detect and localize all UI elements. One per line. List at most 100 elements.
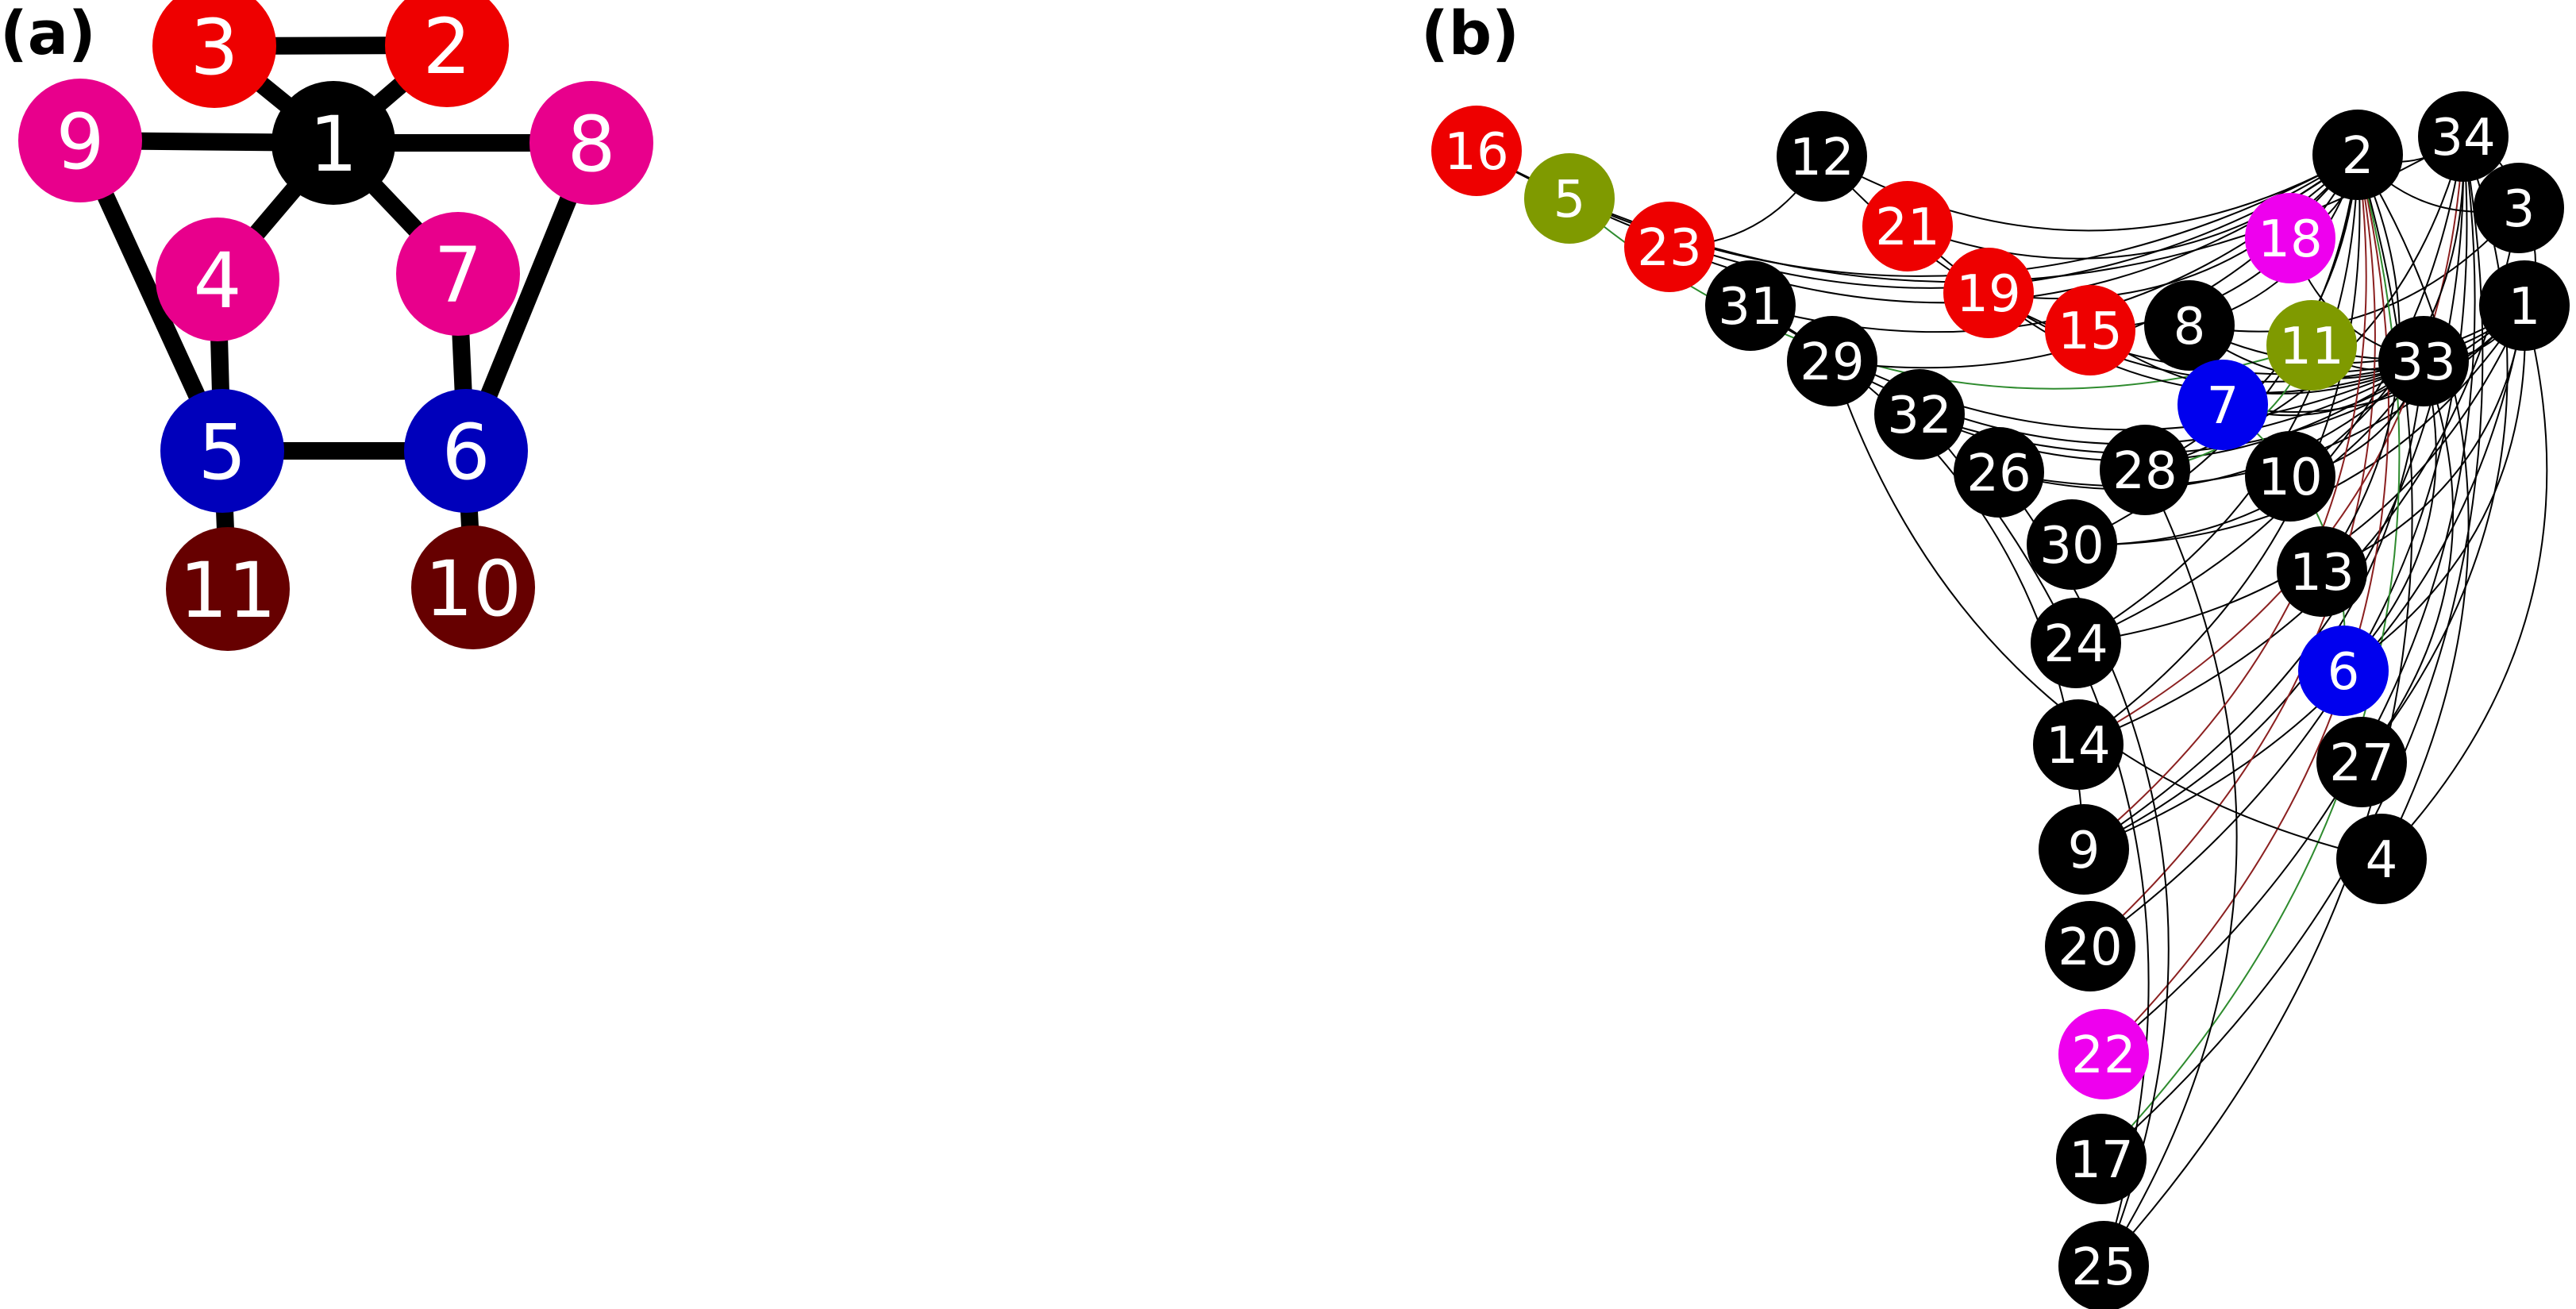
node-a-1: [271, 81, 395, 205]
node-b-17: [2056, 1114, 2147, 1204]
node-a-label-7: 7: [433, 231, 482, 320]
node-b-label-15: 15: [2058, 302, 2122, 361]
node-b-6: [2298, 626, 2389, 716]
node-b-label-24: 24: [2043, 615, 2108, 674]
node-b-label-2: 2: [2342, 127, 2374, 186]
node-b-label-20: 20: [2058, 918, 2122, 977]
edge-b-15-2: [2089, 154, 2358, 331]
node-b-label-5: 5: [1554, 171, 1586, 229]
node-b-30: [2027, 499, 2117, 590]
node-b-label-8: 8: [2174, 298, 2206, 356]
node-b-18: [2245, 193, 2335, 283]
edge-b-24-34: [2075, 136, 2464, 644]
node-b-label-4: 4: [2366, 831, 2398, 890]
node-a-label-4: 4: [193, 237, 241, 325]
node-a-label-3: 3: [190, 3, 238, 92]
edge-b-14-34: [2077, 136, 2464, 745]
edge-b-6-33: [2343, 360, 2437, 672]
node-b-label-32: 32: [1887, 387, 1951, 445]
node-a-label-2: 2: [422, 2, 471, 91]
node-b-15: [2045, 285, 2135, 375]
node-b-3: [2474, 163, 2564, 253]
node-b-32: [1874, 369, 1965, 460]
edge-b-19-2: [1988, 154, 2358, 300]
node-b-label-6: 6: [2328, 643, 2360, 702]
node-b-label-25: 25: [2071, 1238, 2135, 1297]
node-b-31: [1705, 260, 1796, 351]
node-b-label-21: 21: [1875, 198, 1939, 257]
node-b-10: [2245, 431, 2335, 522]
edge-b-22-34: [2103, 136, 2476, 1055]
edge-b-25-28: [2103, 469, 2238, 1267]
node-a-10: [411, 526, 535, 649]
node-a-label-6: 6: [441, 408, 490, 497]
edge-b-13-1: [2321, 305, 2525, 572]
edge-b-27-33: [2361, 360, 2455, 763]
node-b-14: [2033, 699, 2124, 790]
node-b-24: [2031, 598, 2121, 688]
node-b-26: [1954, 427, 2044, 518]
edge-b-8-1: [2189, 305, 2525, 364]
panel-b-label: (b): [1421, 0, 1519, 68]
node-a-2: [385, 0, 509, 107]
node-b-label-30: 30: [2039, 517, 2104, 576]
node-a-5: [160, 389, 284, 513]
node-b-8: [2144, 280, 2235, 371]
node-b-22: [2058, 1009, 2149, 1099]
node-b-12: [1777, 111, 1867, 202]
node-a-label-1: 1: [309, 100, 357, 189]
node-b-label-33: 33: [2391, 333, 2455, 392]
node-a-7: [396, 212, 520, 336]
node-a-label-11: 11: [179, 546, 276, 635]
node-b-7: [2177, 360, 2268, 450]
edge-b-29-4: [1831, 360, 2382, 860]
edge-b-25-32: [1919, 414, 2150, 1267]
node-a-6: [404, 389, 528, 513]
node-b-25: [2058, 1221, 2149, 1309]
node-b-4: [2336, 814, 2427, 904]
edge-b-4-2: [2357, 154, 2470, 860]
node-b-label-29: 29: [1800, 333, 1864, 392]
node-a-3: [152, 0, 276, 108]
node-b-label-23: 23: [1637, 219, 1701, 278]
edge-b-6-1: [2343, 305, 2526, 672]
node-a-label-8: 8: [567, 100, 615, 189]
node-b-29: [1787, 316, 1877, 406]
node-b-28: [2100, 425, 2190, 515]
node-b-label-28: 28: [2112, 442, 2177, 501]
node-b-34: [2418, 91, 2509, 182]
node-b-5: [1524, 153, 1615, 244]
node-b-label-14: 14: [2046, 717, 2110, 776]
node-b-label-11: 11: [2279, 318, 2343, 376]
node-b-13: [2277, 526, 2367, 617]
edge-b-9-1: [2083, 305, 2525, 850]
node-b-label-13: 13: [2289, 544, 2354, 603]
node-b-16: [1431, 106, 1522, 196]
node-b-label-19: 19: [1956, 265, 2020, 324]
node-b-label-7: 7: [2207, 377, 2239, 436]
node-b-27: [2316, 717, 2407, 807]
node-b-2: [2312, 110, 2403, 200]
node-b-label-1: 1: [2509, 278, 2541, 337]
node-b-20: [2045, 901, 2135, 991]
node-b-label-26: 26: [1966, 445, 2031, 503]
node-b-11: [2266, 300, 2357, 391]
node-b-label-3: 3: [2503, 180, 2536, 239]
node-b-label-9: 9: [2068, 822, 2100, 880]
edge-b-9-34: [2083, 136, 2465, 850]
node-b-33: [2378, 316, 2469, 406]
edge-b-7-1: [2222, 305, 2525, 414]
node-b-21: [1862, 181, 1953, 271]
node-a-11: [166, 527, 290, 651]
node-b-9: [2039, 804, 2129, 895]
node-b-label-31: 31: [1718, 278, 1782, 337]
node-b-23: [1624, 202, 1715, 292]
node-a-8: [529, 81, 653, 205]
edge-b-4-1: [2381, 305, 2548, 860]
edge-b-8-3: [2189, 207, 2520, 333]
node-b-label-34: 34: [2431, 109, 2495, 167]
node-a-4: [156, 218, 279, 341]
